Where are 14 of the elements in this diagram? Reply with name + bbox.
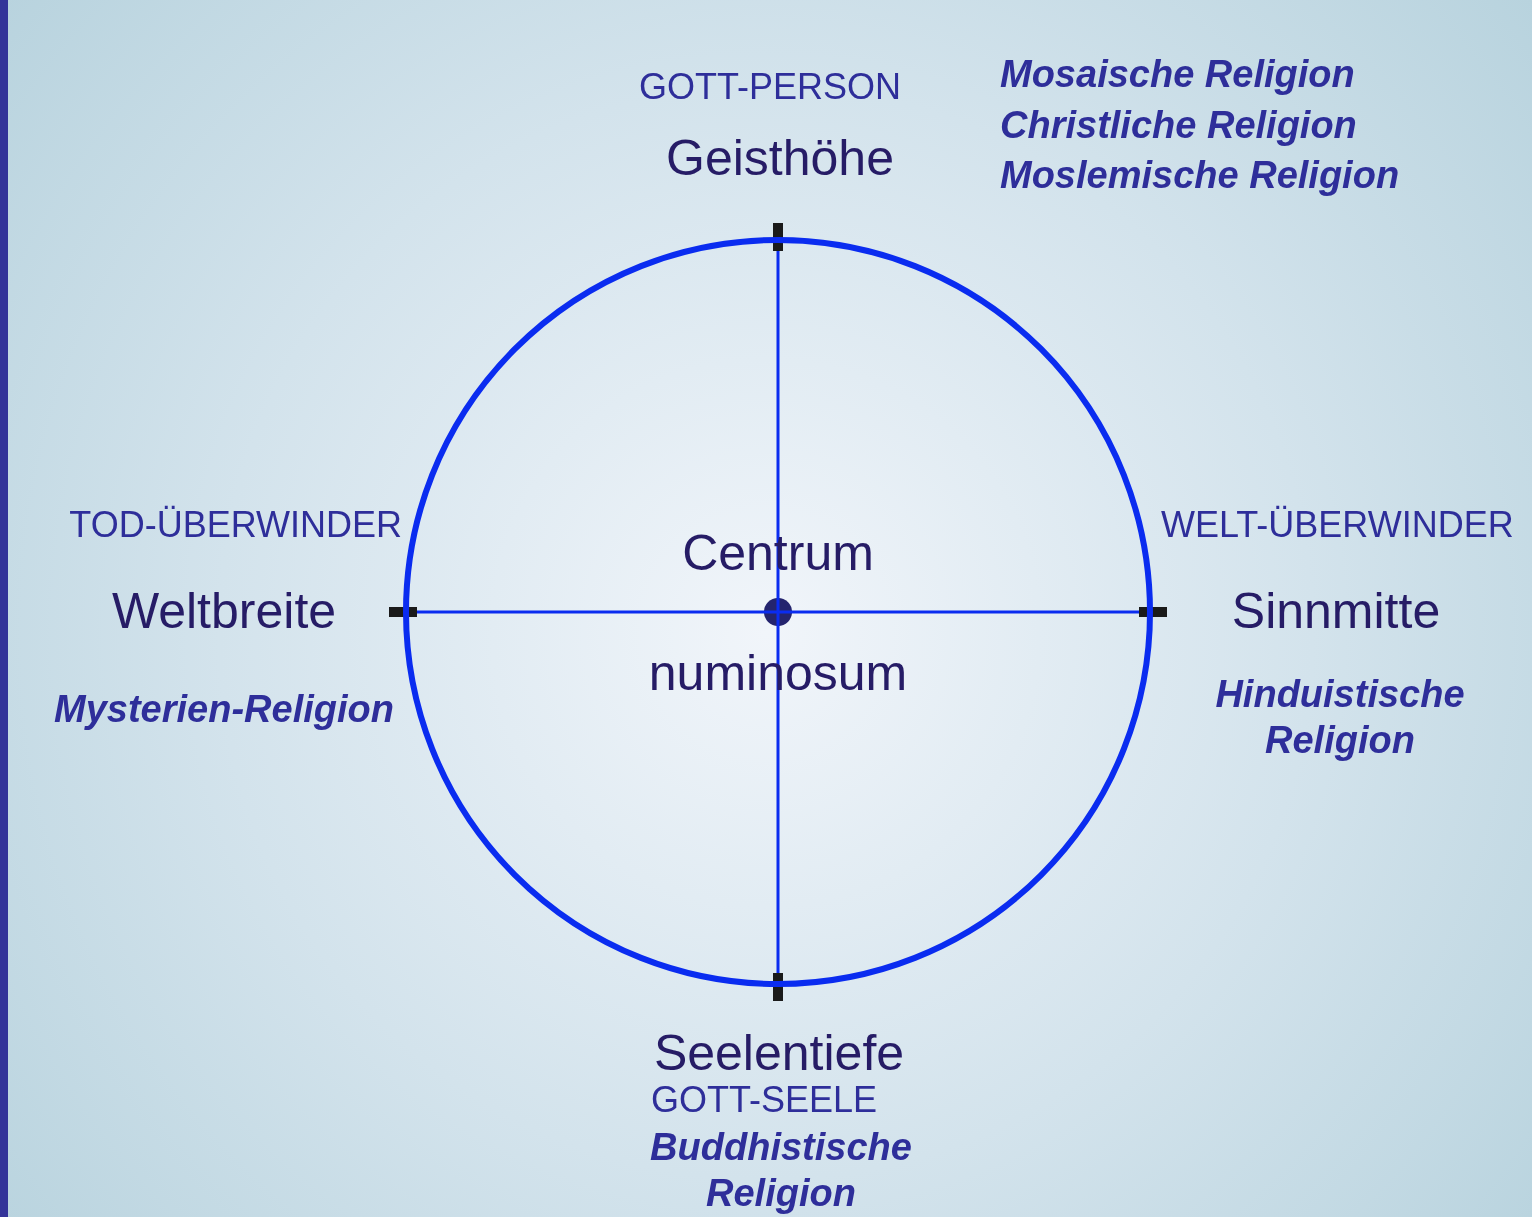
direction-label: Geisthöhe [665, 129, 895, 187]
role-label: TOD-ÜBERWINDER [68, 504, 402, 546]
religion-label: Buddhistische Religion [649, 1125, 913, 1216]
religion-label: Mysterien-Religion [53, 687, 395, 732]
role-label: GOTT-SEELE [649, 1079, 879, 1121]
direction-label: Sinnmitte [1230, 582, 1442, 640]
direction-label: Seelentiefe [652, 1024, 906, 1082]
religion-label: Moslemische Religion [1000, 153, 1401, 198]
direction-label: Weltbreite [110, 582, 338, 640]
religion-label: Hinduistische Religion [1214, 672, 1466, 763]
religion-label: Mosaische Religion [1000, 52, 1356, 97]
role-label: GOTT-PERSON [638, 66, 902, 108]
religion-label: Christliche Religion [1000, 103, 1358, 148]
role-label: WELT-ÜBERWINDER [1161, 504, 1515, 546]
